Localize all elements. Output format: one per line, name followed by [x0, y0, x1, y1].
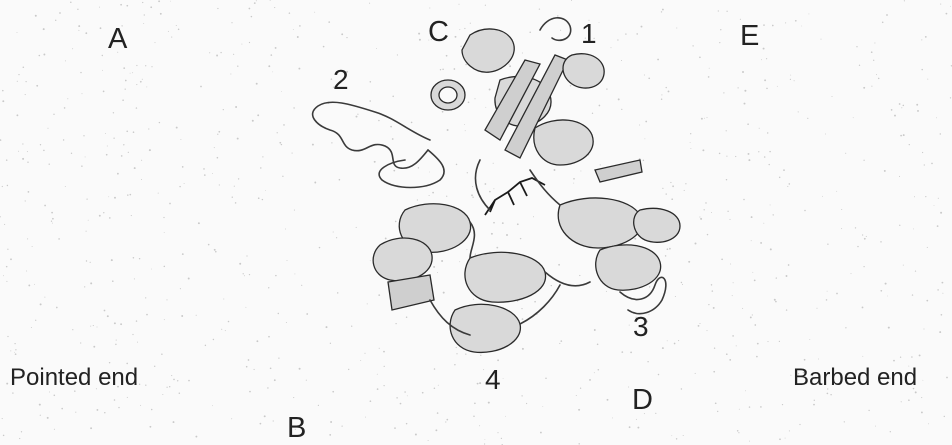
- subdomain-4-beta-sheet: [388, 275, 434, 310]
- subdomain-1-helix-c: [534, 120, 593, 165]
- subdomain-label-1: 1: [581, 20, 597, 48]
- central-linker: [470, 160, 560, 258]
- subdomain-2-loop: [313, 102, 430, 168]
- atp-ligand: [485, 178, 545, 215]
- subdomain-4-helix-c: [465, 252, 546, 302]
- pointed-end-label: Pointed end: [10, 366, 138, 390]
- subdomain-label-2: 2: [333, 66, 349, 94]
- subdomain-4-helix-b: [373, 238, 432, 281]
- subdomain-3-helix-c: [634, 208, 680, 242]
- label-a: A: [108, 25, 127, 54]
- subdomain-label-3: 3: [633, 313, 649, 341]
- subdomain-1-beta-strand-right: [595, 160, 642, 182]
- subdomain-1-helix-a: [462, 29, 514, 72]
- label-b: B: [287, 414, 306, 443]
- label-c: C: [428, 18, 449, 47]
- label-e: E: [740, 22, 759, 51]
- subdomain-4-helix-d: [450, 304, 520, 352]
- subdomain-3-helix-a: [558, 198, 642, 248]
- subdomain-1-loop-top: [540, 18, 571, 41]
- label-d: D: [632, 386, 653, 415]
- subdomain-label-4: 4: [485, 366, 501, 394]
- barbed-end-label: Barbed end: [793, 366, 917, 390]
- subdomain-1-helix-core: [439, 87, 457, 103]
- subdomain-2-tail: [379, 150, 444, 188]
- subdomain-3-helix-b: [596, 245, 661, 290]
- subdomain-1-helix-d: [563, 54, 604, 88]
